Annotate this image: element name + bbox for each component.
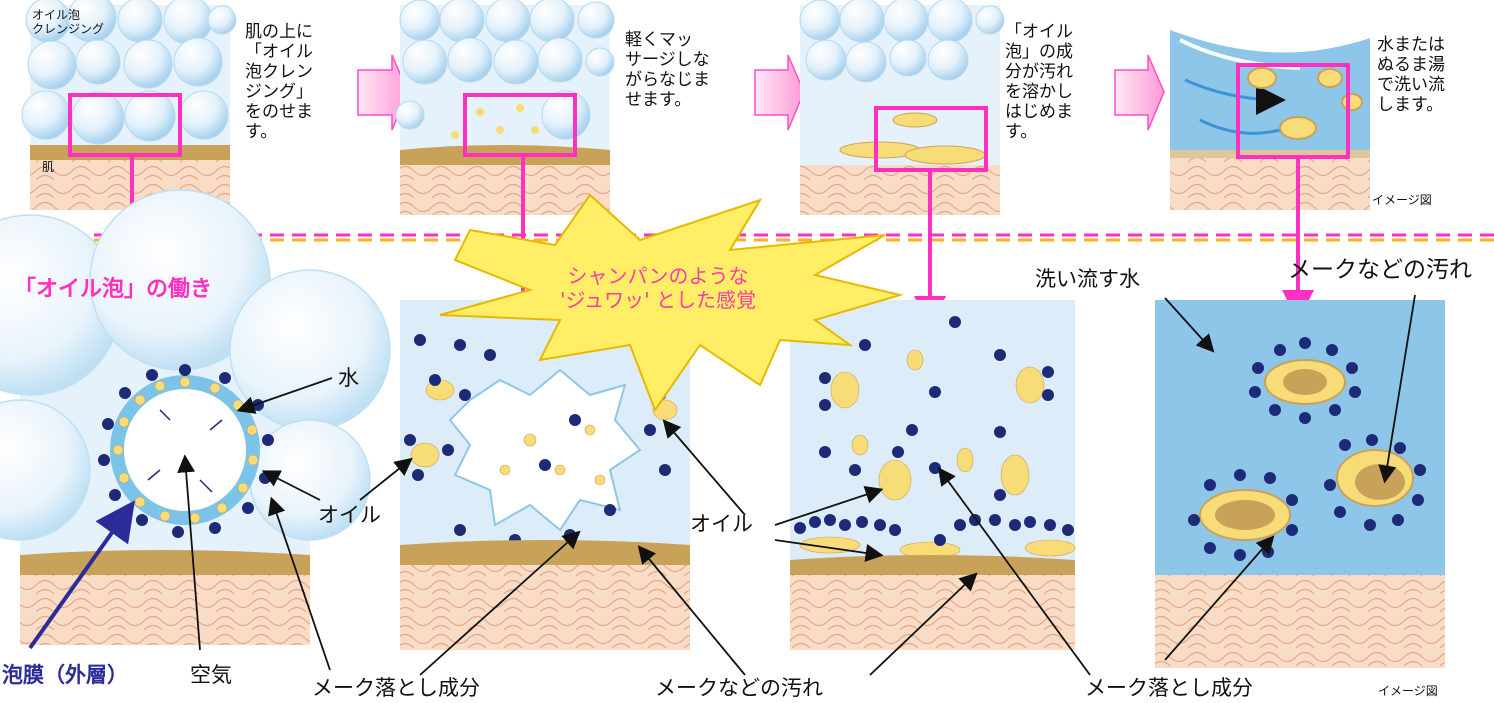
step-arrow-3 [1114,54,1165,131]
skin-label: 肌 [42,160,55,174]
label-remover-1: メーク落とし成分 [312,676,480,700]
section-title: 「オイル泡」の働き [14,277,213,302]
label-foam-film: 泡膜（外層） [2,663,128,687]
burst-text: シャンパンのような 'ジュワッ' とした感覚 [560,264,756,312]
label-oil-1: オイル [318,503,381,527]
step-arrow-2 [754,54,805,131]
step-4-text: 水または ぬるま湯 で洗い流 します。 [1377,35,1445,116]
burst-shape [439,193,904,413]
top-panel-2 [395,0,615,215]
label-rinse-water: 洗い流す水 [1035,267,1140,291]
foam-label: オイル泡 クレンジング [32,8,105,37]
step-2-text: 軽くマッ サージしな がらなじま せます。 [625,30,710,111]
label-oil-2: オイル [690,512,753,536]
bottom-panel-3 [790,300,1076,650]
label-dirt-1: メークなどの汚れ [655,676,823,700]
step-1-text: 肌の上に 「オイル 泡クレン ジング」 をのせま す。 [245,22,313,143]
label-air: 空気 [190,663,232,687]
image-note-bottom: イメージ図 [1378,684,1438,698]
label-dirt-2: メークなどの汚れ [1288,257,1472,283]
top-panel-4 [1170,30,1370,210]
step-3-text: 「オイル 泡」の成 分が汚れ を溶かし はじめま す。 [1005,22,1073,143]
label-remover-2: メーク落とし成分 [1085,676,1253,700]
bottom-panel-4 [1155,300,1445,668]
bottom-panel-1 [0,189,391,645]
top-panel-1 [21,0,237,210]
label-water: 水 [338,366,359,390]
image-note-top: イメージ図 [1372,193,1432,207]
top-panel-3 [799,0,1005,215]
